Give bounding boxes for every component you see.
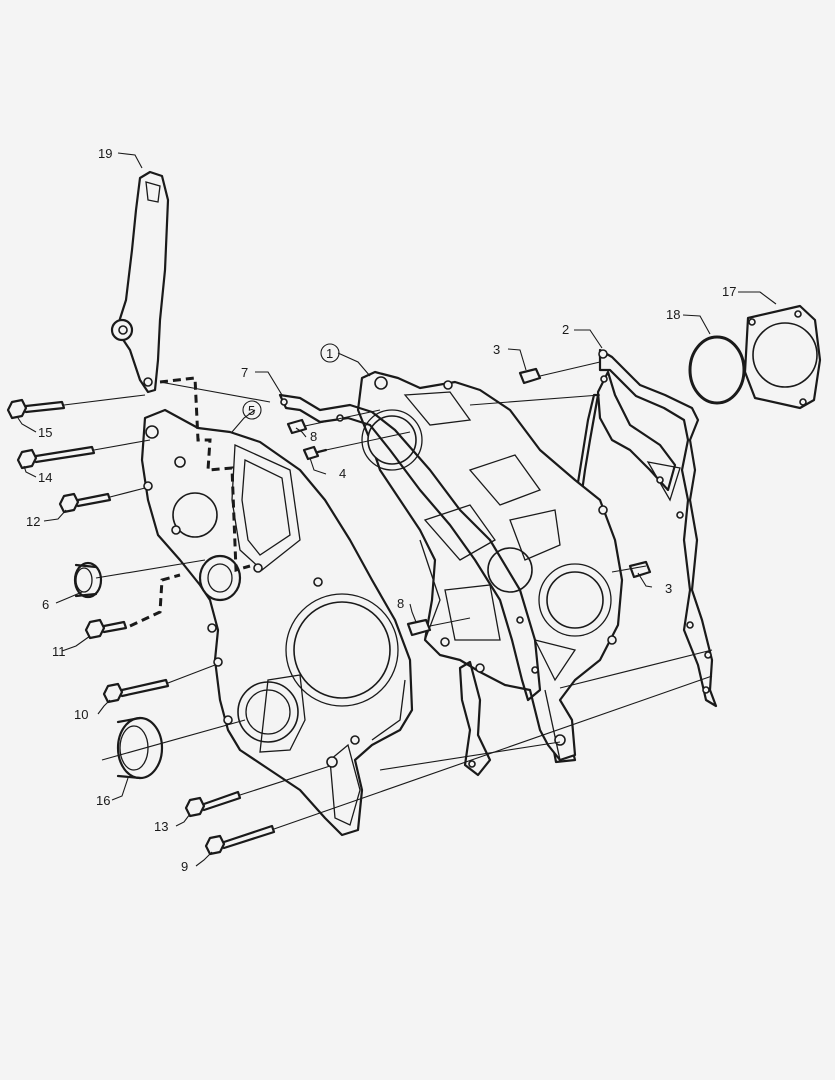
bolt-part-12 [58, 492, 112, 514]
front-cover-part-5 [140, 408, 414, 837]
callout-3-top: 3 [493, 342, 500, 357]
callout-7: 7 [241, 365, 248, 380]
callout-10: 10 [74, 707, 88, 722]
gasket-part-7 [278, 393, 542, 777]
small-flange [198, 554, 242, 602]
bolt-part-14 [16, 445, 96, 470]
bolt-part-10 [102, 678, 170, 704]
plate-part-17 [743, 304, 822, 410]
callout-1-circle [320, 343, 340, 363]
stud-part-4 [302, 445, 328, 461]
callout-17: 17 [722, 284, 736, 299]
callout-8-top: 8 [310, 429, 317, 444]
callout-6: 6 [42, 597, 49, 612]
callout-18: 18 [666, 307, 680, 322]
bolt-part-9 [204, 824, 276, 856]
seal-part-16 [116, 716, 164, 780]
callout-13: 13 [154, 819, 168, 834]
dowel-part-3-top [518, 367, 542, 385]
dashed-guide-bolt-11 [129, 573, 181, 628]
bolt-part-11 [84, 618, 128, 640]
bracket-part-19 [110, 170, 170, 394]
callout-9: 9 [181, 859, 188, 874]
callout-3-right: 3 [665, 581, 672, 596]
callout-16: 16 [96, 793, 110, 808]
callout-14: 14 [38, 470, 52, 485]
callout-15: 15 [38, 425, 52, 440]
callout-11: 11 [52, 644, 66, 659]
timing-housing-part-1 [356, 370, 624, 762]
callout-8-middle: 8 [397, 596, 404, 611]
bolt-part-15 [6, 398, 66, 420]
dowel-part-8-middle [406, 618, 432, 637]
callout-19: 19 [98, 146, 112, 161]
dowel-part-8-top [286, 418, 308, 435]
seal-part-6 [73, 561, 103, 599]
callout-5: 5 [248, 403, 255, 418]
callout-1: 1 [326, 346, 333, 361]
o-ring-part-18 [688, 335, 746, 405]
callout-leaders [17, 152, 777, 867]
callout-4: 4 [339, 466, 346, 481]
callout-12: 12 [26, 514, 40, 529]
alignment-lines [63, 361, 713, 830]
bolt-part-13 [184, 790, 242, 818]
callout-2: 2 [562, 322, 569, 337]
dowel-part-3-right [628, 560, 652, 579]
callout-5-circle [242, 400, 262, 420]
